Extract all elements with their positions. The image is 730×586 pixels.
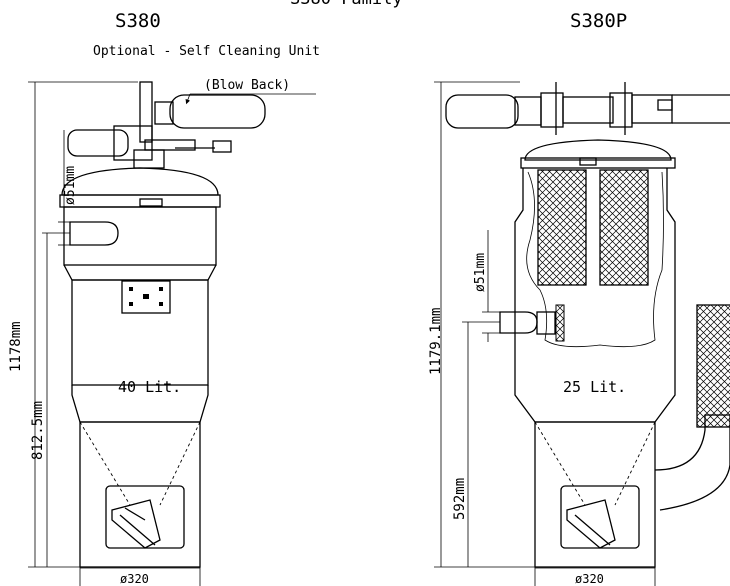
s380p-unit: S380P 25 Lit. (428, 10, 730, 586)
s380p-external-filter (696, 304, 730, 428)
s380-blowback-valve (67, 81, 266, 169)
s380p-level-sensor (555, 304, 565, 342)
s380p-blowback-valve (445, 82, 730, 135)
s380p-inlet-pipe (499, 311, 538, 334)
s380p-base-stand (534, 421, 656, 568)
s380-inlet-dia-value: ø51mm (63, 166, 78, 205)
s380-base-stand (79, 421, 201, 568)
s380-inlet-pipe (69, 221, 119, 246)
s380p-total-height-value: 1179.1mm (428, 308, 444, 375)
s380-base-dia-value: ø320 (120, 572, 149, 586)
blow-back-label: (Blow Back) (204, 78, 290, 93)
s380-model-label: S380 (115, 10, 161, 32)
s380p-inlet-dia-value: ø51mm (473, 253, 488, 292)
s380p-side-hose (654, 414, 730, 511)
s380p-filter-cartridge-right (599, 169, 649, 286)
s380p-inlet-height-value: 592mm (452, 478, 468, 520)
s380-capacity-label: 40 Lit. (118, 378, 181, 396)
s380p-filter-cartridge-left (537, 169, 587, 286)
s380-nameplate (121, 280, 171, 314)
s380p-flap-valve (566, 499, 616, 549)
s380-shoulder (63, 264, 217, 281)
s380p-model-label: S380P (570, 10, 627, 32)
s380p-base-dia-value: ø320 (575, 572, 604, 586)
self-cleaning-label: Optional - Self Cleaning Unit (93, 44, 320, 59)
s380-upper-body (63, 206, 217, 266)
s380-dome (61, 167, 219, 196)
s380p-dome (524, 139, 672, 161)
s380-discharge-window (105, 485, 185, 549)
s380-unit: S380 Optional - Self Cleaning Unit (Blow… (8, 10, 320, 586)
s380p-clamp-ring (520, 157, 676, 169)
s380p-cutaway-edge (526, 171, 664, 348)
s380-flap-valve (111, 499, 161, 549)
s380p-capacity-label: 25 Lit. (563, 378, 626, 396)
s380p-discharge-window (560, 485, 640, 549)
family-title: S380 Family (290, 0, 403, 9)
s380-inlet-height-value: 812.5mm (30, 401, 46, 460)
s380-main-body (71, 279, 209, 386)
s380-total-height-value: 1178mm (8, 321, 24, 372)
s380-clamp-latch (139, 198, 163, 207)
